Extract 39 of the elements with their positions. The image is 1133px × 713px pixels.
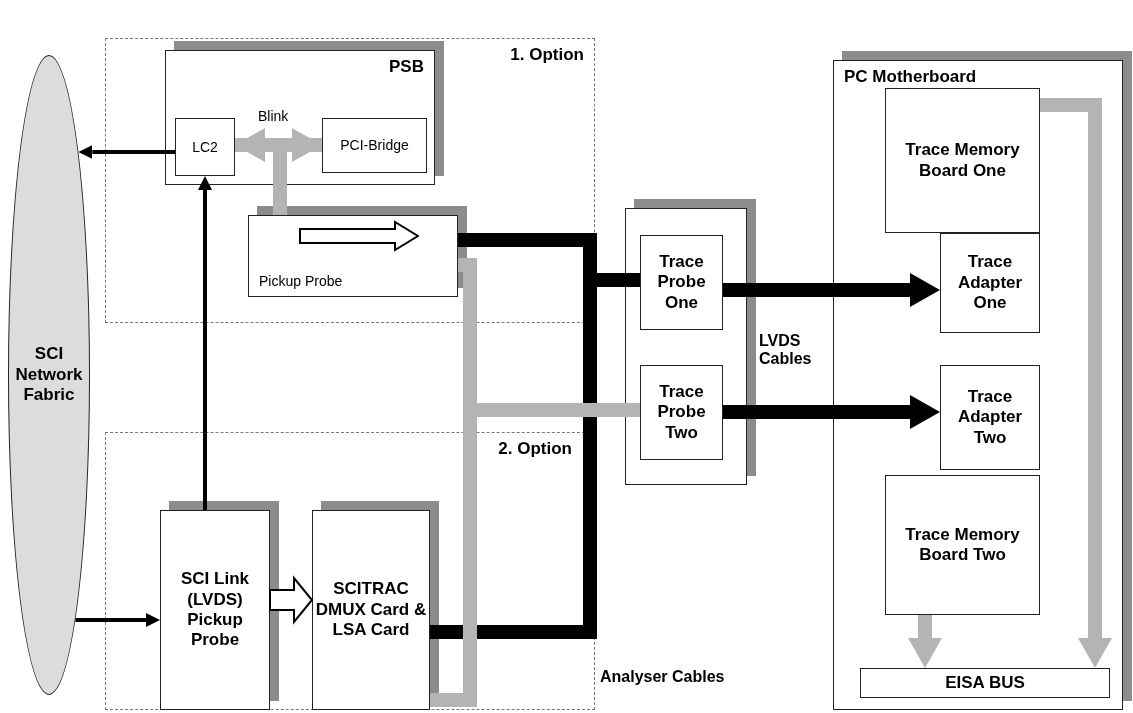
node-label: Pickup Probe: [259, 273, 343, 290]
cable-label: LVDS Cables: [759, 332, 813, 368]
component-box: [640, 235, 723, 330]
option-region: [105, 38, 595, 323]
node-label: Trace Memory Board Two: [904, 524, 1021, 566]
node-label: SCI Network Fabric: [14, 344, 84, 406]
component-box: [860, 668, 1110, 698]
node-label: Trace Probe Two: [656, 381, 707, 444]
component-box: [885, 475, 1040, 615]
node-label: Trace Adapter One: [956, 252, 1024, 314]
node-label: SCITRAC DMUX Card & LSA Card: [315, 579, 427, 641]
node-label: PSB: [389, 57, 424, 78]
component-box: [940, 365, 1040, 470]
node-label: SCI Link (LVDS) Pickup Probe: [180, 569, 250, 651]
node-label: 1. Option: [510, 45, 584, 66]
component-box: [322, 118, 427, 173]
arrow: [723, 273, 940, 307]
cable-label: Analyser Cables: [600, 668, 725, 686]
hollow-arrow: [269, 575, 314, 625]
arrow: [1040, 98, 1112, 668]
node-label: 2. Option: [498, 439, 572, 460]
node-label: Trace Memory Board One: [904, 140, 1021, 181]
component-box: [175, 118, 235, 176]
arrow: [78, 145, 175, 159]
node-label: LC2: [192, 138, 218, 156]
edge-label: Blink: [258, 108, 289, 124]
node-label: PC Motherboard: [844, 67, 977, 88]
node-label: EISA BUS: [945, 672, 1025, 694]
component-box: [640, 365, 723, 460]
arrow: [198, 176, 212, 510]
arrow: [75, 613, 160, 627]
node-label: Trace Adapter Two: [956, 386, 1024, 449]
component-box: [885, 88, 1040, 233]
component-box: [940, 233, 1040, 333]
arrow: [908, 615, 942, 668]
arrow: [723, 395, 940, 429]
node-label: Trace Probe One: [656, 251, 707, 314]
node-label: PCI-Bridge: [340, 137, 409, 154]
option-region: [105, 432, 595, 710]
